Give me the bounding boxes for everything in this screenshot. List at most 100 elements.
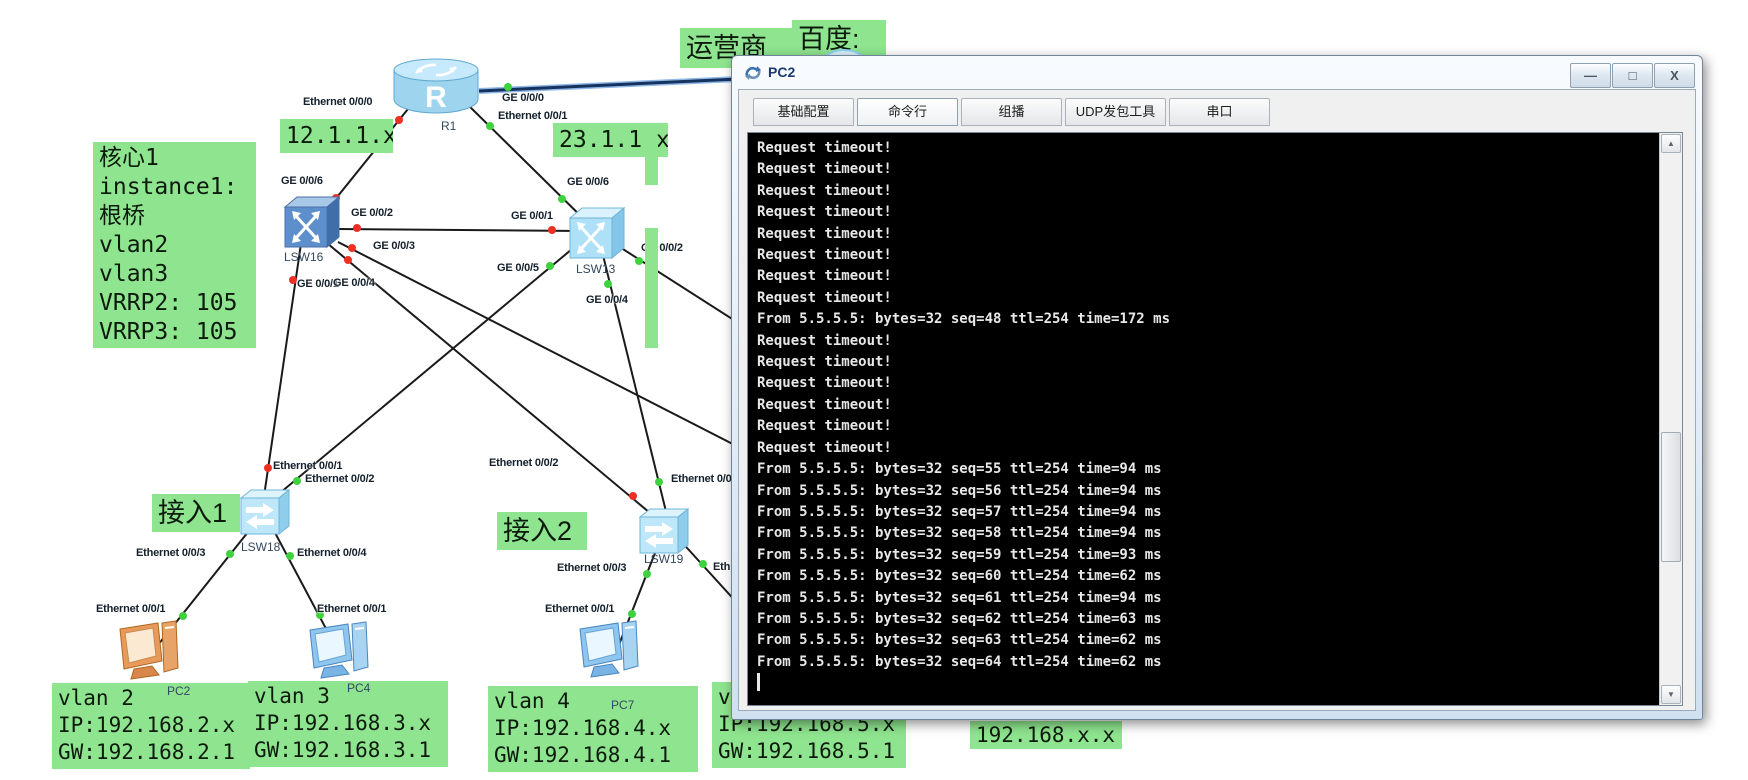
minimize-button[interactable]: — [1570,63,1611,88]
tab-basic-config[interactable]: 基础配置 [753,98,854,126]
access-switch-icon [638,507,690,555]
port-status-dot-up [604,280,612,288]
maximize-button[interactable]: □ [1612,63,1653,88]
scroll-down-icon[interactable]: ▼ [1661,685,1681,704]
note-line: vlan 4 [494,689,570,713]
terminal-line: Request timeout! [757,289,892,306]
terminal-cursor-line [757,673,1660,695]
device-PC4[interactable] [308,619,374,686]
pc-icon [579,620,639,678]
port-status-dot-up [286,552,294,560]
terminal-line: From 5.5.5.5: bytes=32 seq=59 ttl=254 ti… [757,546,1162,563]
note-line: VRRP3: 105 [99,319,238,345]
note-line: GW:192.168.4.1 [494,743,672,767]
port-label: GE 0/0/4 [333,277,375,289]
port-label: GE 0/0/2 [351,207,393,219]
terminal-line: Request timeout! [757,354,892,371]
port-label: Ethernet 0/0/4 [297,547,367,559]
device-name-label: PC4 [347,681,371,695]
pc-icon [309,621,369,679]
terminal-line: From 5.5.5.5: bytes=32 seq=64 ttl=254 ti… [757,653,1162,670]
device-name-label: LSW19 [644,552,684,566]
port-label: GE 0/0/6 [281,175,323,187]
device-LSW16[interactable] [283,193,341,254]
scrollbar[interactable]: ▲ ▼ [1659,133,1682,705]
scrollbar-thumb[interactable] [1661,432,1681,562]
device-LSW13[interactable] [568,204,626,265]
port-status-dot-up [558,195,566,203]
port-label: Ethernet 0/0/3 [136,547,206,559]
note-line: VRRP2: 105 [99,290,238,316]
port-status-dot-down [264,464,272,472]
router-icon: R [393,58,479,114]
port-status-dot-down [353,224,361,232]
window-titlebar[interactable]: PC2 — □ X [732,56,1702,89]
port-label: GE 0/0/3 [373,240,415,252]
note-line: IP:192.168.2.x [58,713,236,737]
device-name-label: LSW13 [576,262,616,276]
device-name-label: PC7 [611,698,635,712]
note-line: vlan2 [99,232,169,258]
terminal-output[interactable]: Request timeout! Request timeout! Request … [748,133,1660,705]
link-line [314,232,669,529]
note-line: 12.1.1.x [286,123,393,149]
device-LSW19[interactable] [638,505,690,560]
port-label: Ethernet 0/0/1 [317,603,387,615]
device-LSW18[interactable] [239,486,291,541]
device-PC7[interactable] [578,618,644,685]
port-status-dot-up [635,257,643,265]
port-label: Ethernet 0/0/3 [557,562,627,574]
device-R1[interactable]: R [392,57,480,120]
link-line [463,100,598,233]
core-switch-icon [568,206,626,260]
note-line: GW:192.168.2.1 [58,740,236,764]
terminal-line: Request timeout! [757,140,892,156]
terminal-line: Request timeout! [757,247,892,264]
port-label: Ethernet 0/0/1 [273,460,343,472]
core-switch-icon [283,195,341,249]
device-name-label: PC2 [167,684,191,698]
tab-cli[interactable]: 命令行 [857,98,958,126]
port-status-dot-up [486,122,494,130]
port-status-dot-down [289,276,297,284]
tab-udp-tool[interactable]: UDP发包工具 [1065,98,1166,126]
terminal-frame: Request timeout! Request timeout! Request … [747,132,1683,706]
terminal-line: From 5.5.5.5: bytes=32 seq=61 ttl=254 ti… [757,589,1162,606]
scroll-up-icon[interactable]: ▲ [1661,134,1681,153]
port-status-dot-up [628,610,636,618]
terminal-line: From 5.5.5.5: bytes=32 seq=62 ttl=254 ti… [757,610,1162,627]
port-status-dot-up [643,570,651,578]
port-status-dot-down [629,492,637,500]
note-line: IP:192.168.4.x [494,716,672,740]
terminal-line: Request timeout! [757,182,892,199]
terminal-line: From 5.5.5.5: bytes=32 seq=60 ttl=254 ti… [757,568,1162,585]
link-line [337,228,581,232]
port-status-dot-up [316,611,324,619]
sticky-note-sliver-mid [645,228,658,348]
port-label: GE 0/0/1 [511,210,553,222]
device-name-label: R1 [441,119,457,133]
port-label: Ethernet 0/0/0 [303,96,373,108]
note-line: GW:192.168.3.1 [254,738,432,762]
link-line [599,242,674,541]
port-label: GE 0/0/0 [502,92,544,104]
note-line: instance1: [99,174,238,200]
port-label: Ethernet 0/0/2 [305,473,375,485]
terminal-line: From 5.5.5.5: bytes=32 seq=57 ttl=254 ti… [757,503,1162,520]
tab-serial[interactable]: 串口 [1169,98,1270,126]
tab-multicast[interactable]: 组播 [961,98,1062,126]
window-title: PC2 [768,64,796,80]
note-line: vlan 2 [58,686,134,710]
port-label: GE 0/0/6 [567,176,609,188]
close-button[interactable]: X [1654,63,1695,88]
device-PC2[interactable] [118,618,184,687]
link-line [261,233,591,509]
note-line: vlan3 [99,261,169,287]
port-label: Eth [713,561,731,573]
